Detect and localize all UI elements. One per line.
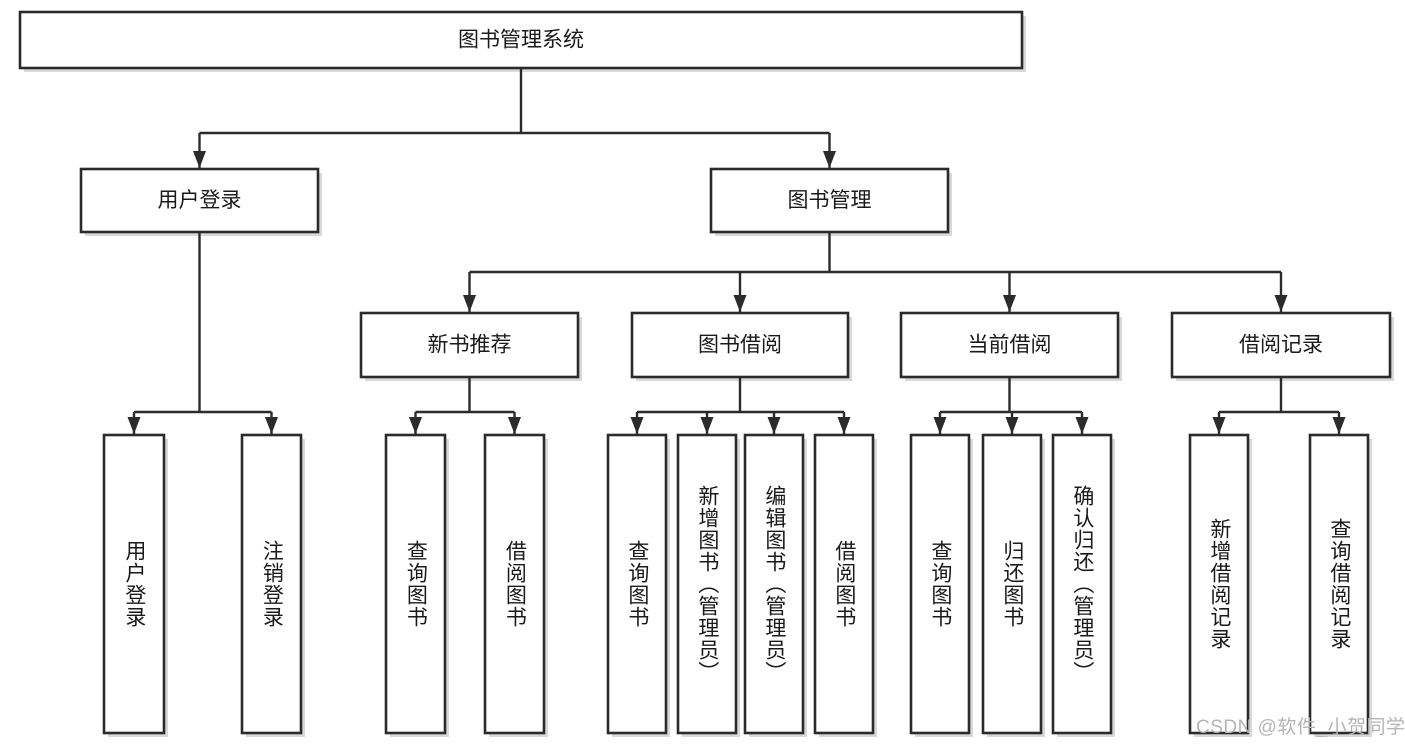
arrow-head-icon xyxy=(767,417,781,434)
csdn-watermark: CSDN @软件_小贺同学 xyxy=(1196,717,1405,738)
arrow-head-icon xyxy=(630,417,644,434)
leaf-box[interactable] xyxy=(1308,433,1370,735)
level3-box[interactable] xyxy=(899,311,1120,379)
arrow-head-icon xyxy=(127,417,141,434)
arrow-head-icon xyxy=(193,151,206,168)
leaf-box-label: 确认归还（管理员） xyxy=(1070,485,1094,683)
arrow-head-icon xyxy=(1003,295,1016,312)
leaf-box[interactable] xyxy=(102,433,166,735)
level2-box-label: 用户登录 xyxy=(158,189,242,212)
root-box-label: 图书管理系统 xyxy=(458,29,584,52)
leaf-box[interactable] xyxy=(909,433,971,735)
root-box[interactable] xyxy=(18,10,1024,70)
level3-box[interactable] xyxy=(1170,311,1392,379)
leaf-box[interactable] xyxy=(384,433,447,735)
arrow-head-icon xyxy=(1332,417,1346,434)
level2-box-label: 图书管理 xyxy=(788,189,872,212)
arrow-head-icon xyxy=(837,417,851,434)
leaf-box[interactable] xyxy=(1051,433,1113,735)
arrow-head-icon xyxy=(508,417,521,434)
leaf-box-label: 用户登录 xyxy=(122,540,146,628)
leaf-box[interactable] xyxy=(676,433,738,735)
arrow-head-icon xyxy=(700,417,714,434)
leaf-box[interactable] xyxy=(1188,433,1250,735)
leaf-box-label: 查询图书 xyxy=(625,540,649,628)
leaf-box-label: 借阅图书 xyxy=(503,540,527,628)
leaf-box-label: 查询图书 xyxy=(404,540,428,628)
leaf-box-label: 借阅图书 xyxy=(832,540,856,628)
leaf-box-label: 归还图书 xyxy=(1000,540,1024,628)
leaf-box[interactable] xyxy=(240,433,303,735)
arrow-head-icon xyxy=(1005,417,1019,434)
level3-box-label: 当前借阅 xyxy=(968,334,1052,357)
leaf-box[interactable] xyxy=(813,433,875,735)
arrow-head-icon xyxy=(1212,417,1226,434)
level3-box-label: 借阅记录 xyxy=(1239,334,1323,357)
arrow-head-icon xyxy=(823,151,836,168)
arrow-head-icon xyxy=(733,295,747,312)
level2-box[interactable] xyxy=(709,167,950,234)
arrow-head-icon xyxy=(409,417,422,434)
level3-box-label: 图书借阅 xyxy=(698,334,782,357)
level3-box-label: 新书推荐 xyxy=(428,334,512,357)
leaf-box-label: 注销登录 xyxy=(260,540,284,628)
arrow-head-icon xyxy=(1274,295,1288,312)
leaf-box[interactable] xyxy=(483,433,546,735)
arrow-head-icon xyxy=(265,417,278,434)
leaf-box-label: 查询图书 xyxy=(928,540,952,628)
leaf-box-label: 新增借阅记录 xyxy=(1207,518,1231,650)
arrow-head-icon xyxy=(1075,417,1089,434)
level3-box[interactable] xyxy=(359,311,580,379)
level3-box[interactable] xyxy=(630,311,850,379)
arrow-head-icon xyxy=(933,417,947,434)
leaf-box[interactable] xyxy=(981,433,1043,735)
leaf-box-label: 编辑图书（管理员） xyxy=(762,485,786,683)
box-layer xyxy=(18,10,1392,735)
leaf-box-label: 查询借阅记录 xyxy=(1327,518,1351,650)
leaf-box[interactable] xyxy=(743,433,805,735)
level2-box[interactable] xyxy=(79,167,320,234)
leaf-box[interactable] xyxy=(606,433,668,735)
arrow-head-icon xyxy=(463,295,476,312)
connector-layer xyxy=(127,68,1346,434)
leaf-box-label: 新增图书（管理员） xyxy=(695,485,719,683)
